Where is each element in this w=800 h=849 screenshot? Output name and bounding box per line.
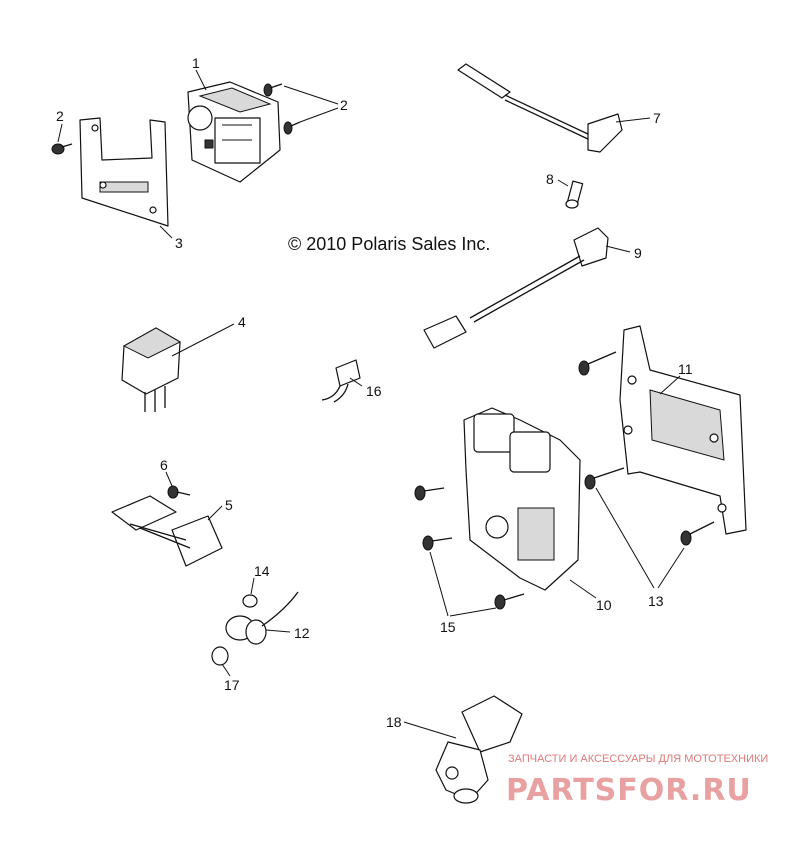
part-14-plug[interactable] xyxy=(242,594,258,608)
callout-7: 7 xyxy=(653,110,661,126)
part-3-bracket[interactable] xyxy=(79,117,169,227)
part-10-ecu[interactable] xyxy=(463,407,581,591)
part-4-relay[interactable] xyxy=(121,327,182,412)
callout-2-right: 2 xyxy=(340,97,348,113)
part-9-sensor-lead[interactable] xyxy=(423,227,609,349)
callout-14: 14 xyxy=(254,563,270,579)
part-18-sensor[interactable] xyxy=(435,695,523,804)
part-7-sensor[interactable] xyxy=(457,63,623,153)
callout-15: 15 xyxy=(440,619,456,635)
part-15-screw-left-bottom[interactable] xyxy=(422,535,453,551)
part-15-screw-left-top[interactable] xyxy=(414,485,445,501)
part-2-screw-right[interactable] xyxy=(283,121,301,135)
watermark-tagline: ЗАПЧАСТИ И АКСЕССУАРЫ ДЛЯ МОТОТЕХНИКИ xyxy=(508,753,768,765)
part-8-bolt[interactable] xyxy=(565,180,584,209)
callout-3: 3 xyxy=(175,235,183,251)
callout-10: 10 xyxy=(596,597,612,613)
part-16-connector[interactable] xyxy=(321,359,361,403)
part-6-fastener[interactable] xyxy=(167,485,191,499)
callout-6: 6 xyxy=(160,457,168,473)
part-5-connector[interactable] xyxy=(111,495,223,567)
copyright-text: © 2010 Polaris Sales Inc. xyxy=(288,234,490,254)
part-2-screw-left[interactable] xyxy=(51,143,73,155)
callout-5: 5 xyxy=(225,497,233,513)
leader-lines xyxy=(57,69,685,739)
callout-13: 13 xyxy=(648,593,664,609)
part-13-screw-middle[interactable] xyxy=(584,467,625,490)
part-13-screw-top[interactable] xyxy=(578,351,617,376)
part-1-module[interactable] xyxy=(187,81,281,183)
callout-4: 4 xyxy=(238,314,246,330)
part-12-sensor[interactable] xyxy=(225,591,299,645)
callout-17: 17 xyxy=(224,677,240,693)
callout-16: 16 xyxy=(366,383,382,399)
callout-9: 9 xyxy=(634,245,642,261)
part-13-screw-bottom[interactable] xyxy=(680,521,715,546)
watermark-brand: PARTSFOR.RU xyxy=(506,773,752,808)
callout-12: 12 xyxy=(294,625,310,641)
callout-8: 8 xyxy=(546,171,554,187)
part-17-o-ring[interactable] xyxy=(211,646,229,666)
callout-18: 18 xyxy=(386,714,402,730)
part-11-mounting-frame[interactable] xyxy=(619,325,747,535)
part-2-screw-top[interactable] xyxy=(263,83,283,97)
callout-2-left: 2 xyxy=(56,108,64,124)
callout-1: 1 xyxy=(192,55,200,71)
part-15-screw-bottom[interactable] xyxy=(494,593,525,610)
callout-11: 11 xyxy=(678,361,693,377)
